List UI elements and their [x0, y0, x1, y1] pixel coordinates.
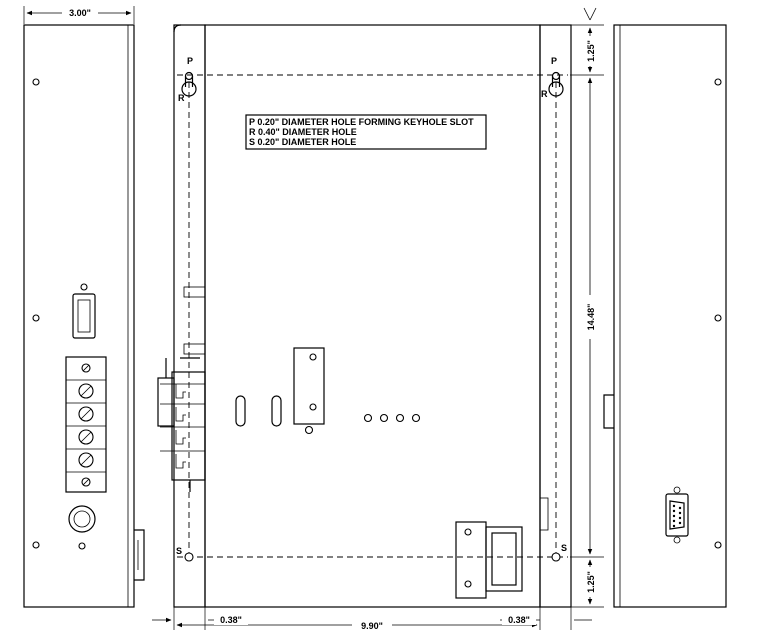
- right-side-view: [603, 24, 727, 608]
- slot-cutout: [271, 395, 282, 427]
- left-side-view: 3.00": [23, 6, 145, 608]
- switch-housing: [455, 521, 523, 599]
- hole-label-r: R: [541, 89, 548, 99]
- hole-icon: [78, 542, 86, 550]
- screw-icon: [714, 541, 722, 549]
- top-margin-dimension: 1.25": [586, 40, 596, 62]
- screw-icon: [464, 528, 472, 536]
- screw-icon: [32, 314, 40, 322]
- screw-icon: [714, 78, 722, 86]
- hole-icon: [80, 283, 88, 291]
- height-dimension: 14.48": [586, 304, 596, 331]
- terminal-screw-slot: [80, 408, 92, 420]
- screw-icon: [309, 353, 317, 361]
- legend-line-r: R 0.40" DIAMETER HOLE: [249, 127, 357, 137]
- hole-icon: [395, 413, 405, 423]
- terminal-screw-slot: [82, 478, 90, 486]
- round-connector: [68, 505, 96, 533]
- hole-label-p: P: [551, 56, 557, 66]
- side-width-dimension: 3.00": [69, 8, 91, 18]
- hole-label-r: R: [178, 93, 185, 103]
- terminal-screw-slot: [80, 454, 92, 466]
- slot-cutout: [235, 395, 246, 427]
- hole-icon: [304, 425, 314, 435]
- front-view: P R P R S S P 0.20" DIAMETER HOLE FORMIN…: [152, 7, 604, 632]
- hole-icon: [363, 413, 373, 423]
- screw-icon: [309, 403, 317, 411]
- legend-line-s: S 0.20" DIAMETER HOLE: [249, 137, 356, 147]
- db9-connector: [665, 486, 689, 544]
- screw-icon: [32, 78, 40, 86]
- terminal-strip-profile: [157, 357, 206, 492]
- hole-icon: [551, 552, 561, 562]
- hole-icon: [379, 413, 389, 423]
- legend-box: P 0.20" DIAMETER HOLE FORMING KEYHOLE SL…: [245, 114, 487, 150]
- hole-label-p: P: [187, 56, 193, 66]
- hole-label-s: S: [176, 546, 182, 556]
- legend-line-p: P 0.20" DIAMETER HOLE FORMING KEYHOLE SL…: [249, 117, 474, 127]
- right-offset-dimension: 0.38": [508, 615, 530, 625]
- mounting-bracket: [293, 347, 325, 425]
- screw-icon: [464, 580, 472, 588]
- screw-icon: [32, 541, 40, 549]
- width-dimension: 9.90": [361, 621, 383, 631]
- terminal-screw-slot: [80, 385, 92, 397]
- hole-label-s: S: [561, 543, 567, 553]
- terminal-block: [65, 356, 107, 493]
- screw-icon: [714, 314, 722, 322]
- hole-icon: [411, 413, 421, 423]
- terminal-screw-slot: [80, 431, 92, 443]
- terminal-screw-slot: [82, 364, 90, 372]
- connector-cutout: [72, 293, 96, 339]
- bottom-margin-dimension: 1.25": [586, 571, 596, 593]
- hole-icon: [184, 552, 194, 562]
- left-offset-dimension: 0.38": [220, 615, 242, 625]
